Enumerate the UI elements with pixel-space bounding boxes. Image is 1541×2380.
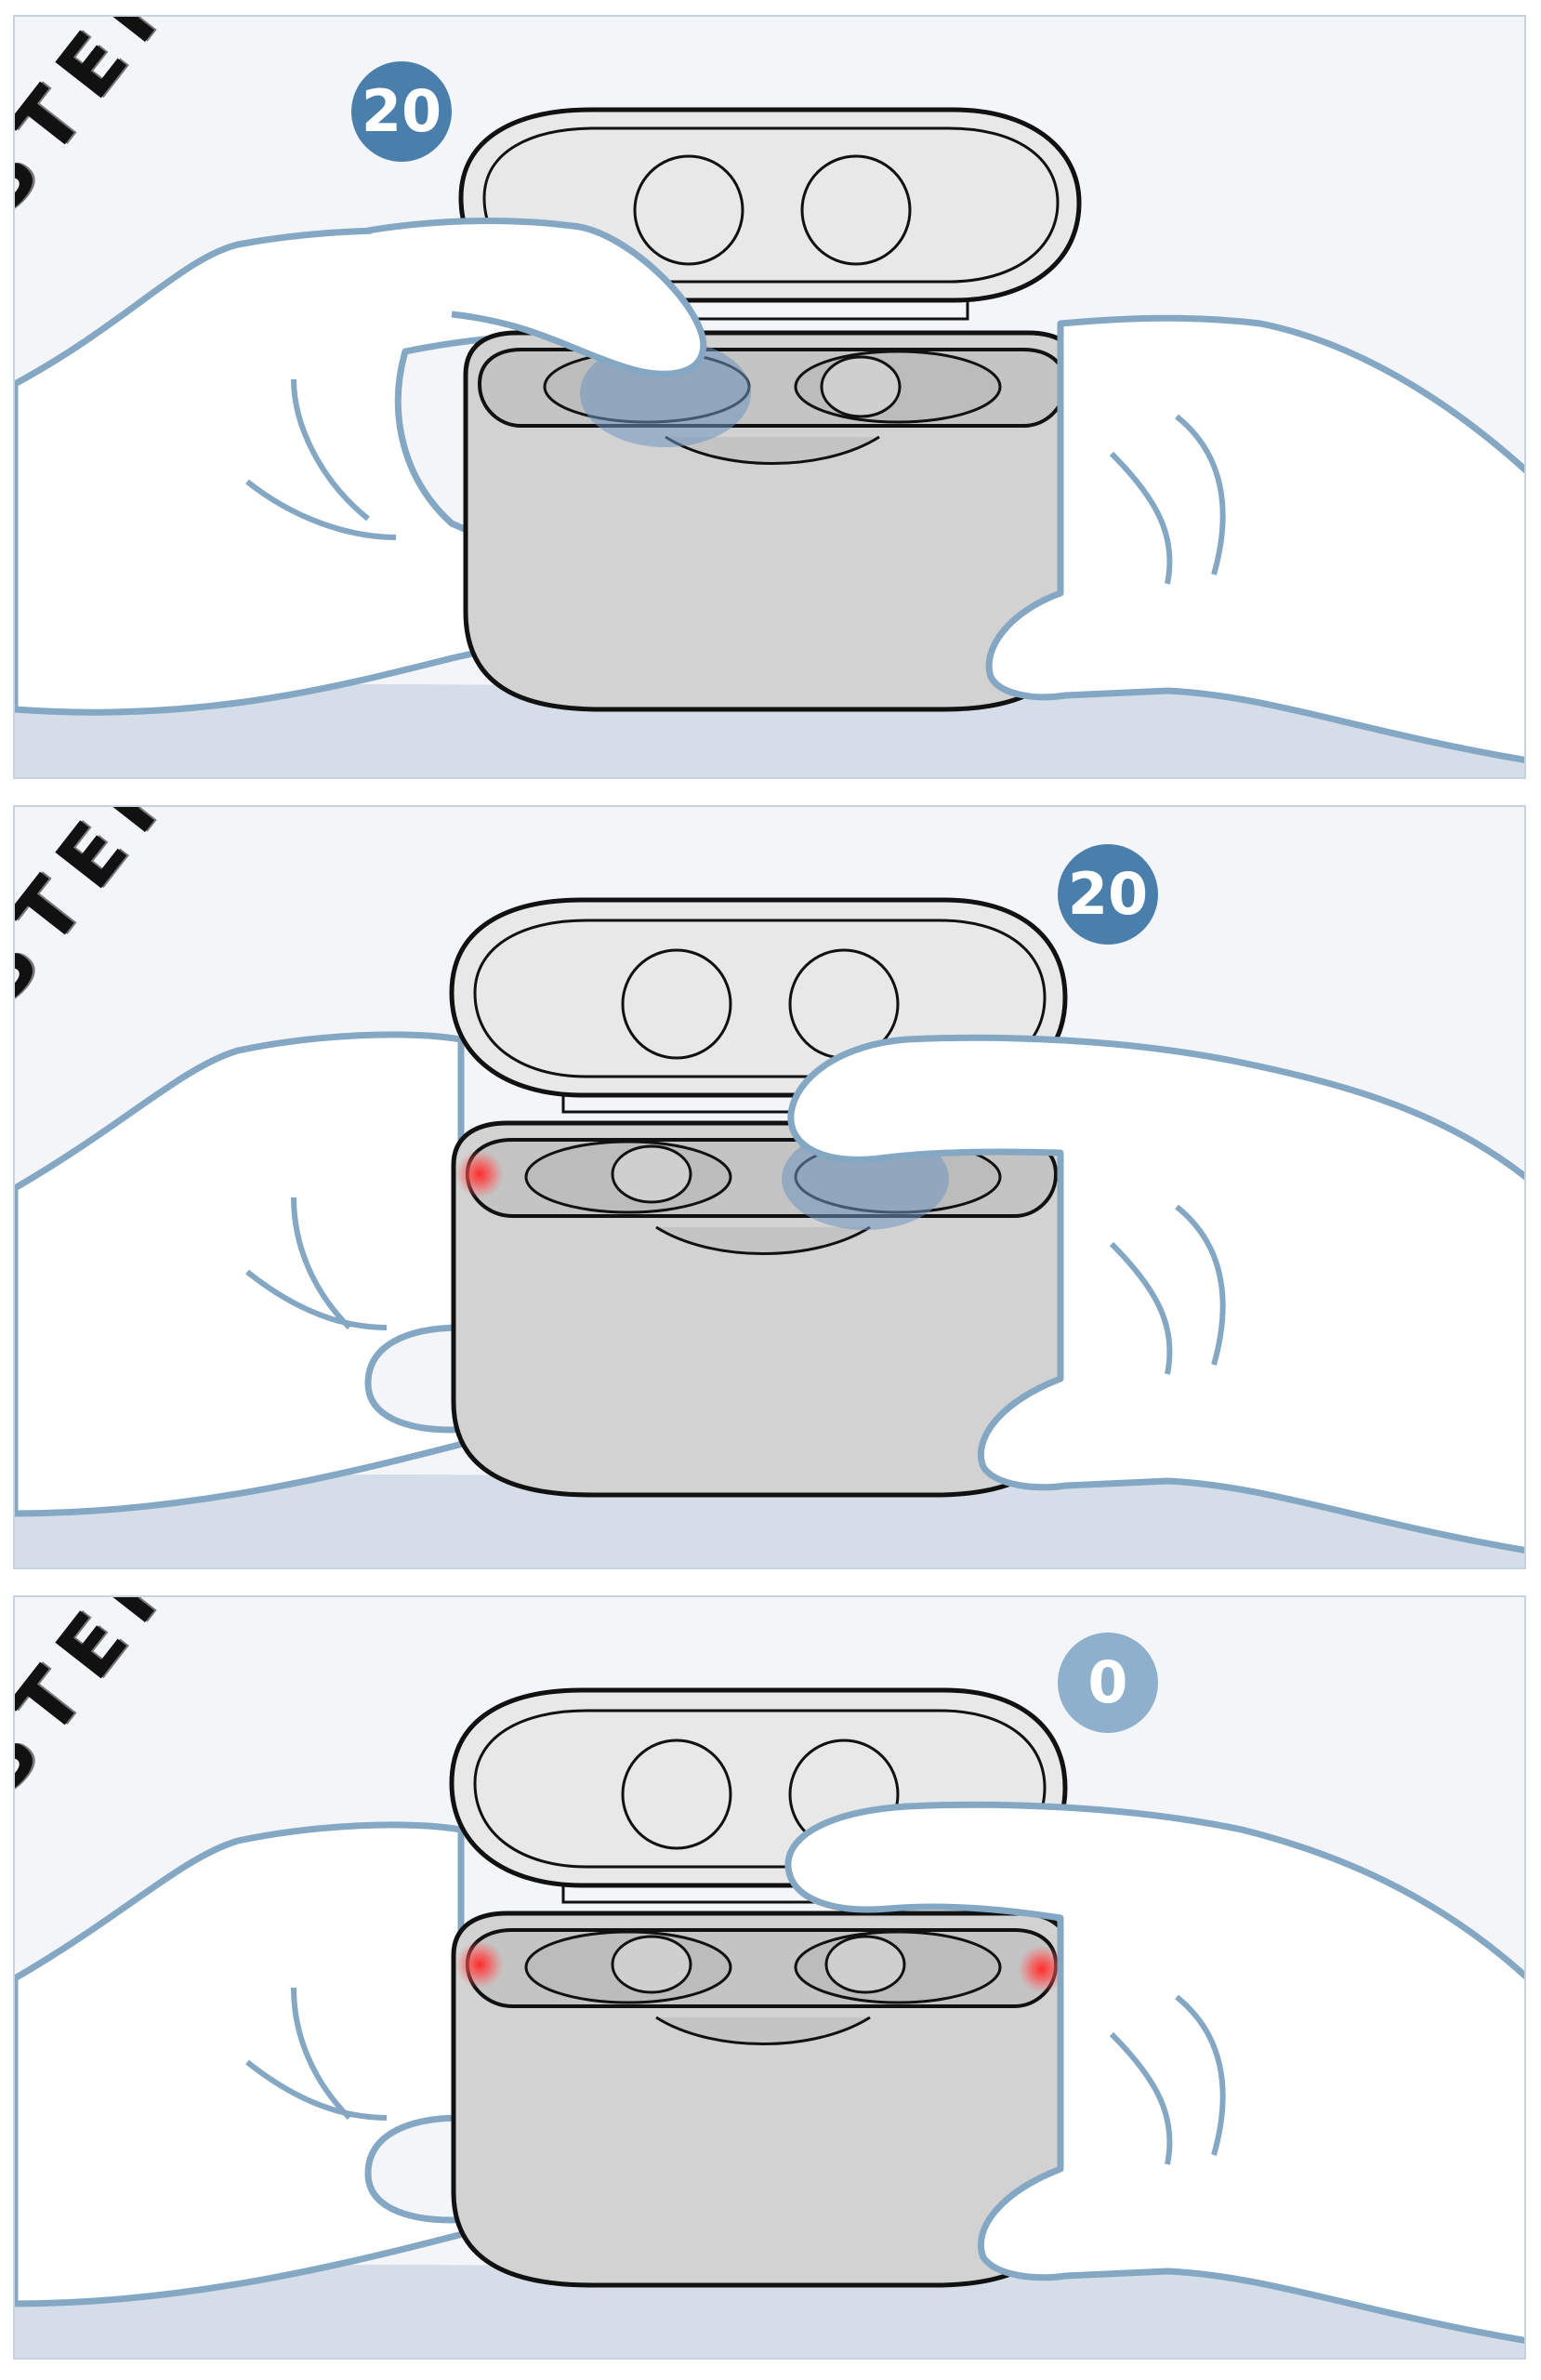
- case-lid-inner: [473, 1709, 1047, 1869]
- earbud-right-sensor: [820, 355, 902, 418]
- led-left: [455, 1940, 504, 1989]
- earbud-right-sensor: [824, 1935, 906, 1994]
- step-1-panel: STEP 1 20: [13, 15, 1526, 779]
- right-hand: [784, 1801, 1524, 2344]
- pressing-finger: [367, 218, 707, 377]
- count-badge: 0: [1058, 1633, 1158, 1733]
- step-3-panel: STEP 3 0: [13, 1595, 1526, 2360]
- step-1-illustration: [15, 107, 1524, 777]
- led-left: [455, 1150, 504, 1198]
- right-hand-finger-lines: [1109, 1994, 1226, 2165]
- lid-recess-left: [621, 1739, 732, 1850]
- lid-recess-left: [633, 154, 744, 266]
- lid-recess-right: [800, 154, 912, 266]
- case-notch: [655, 2016, 871, 2045]
- left-hand-finger-lines: [245, 1197, 388, 1330]
- table-surface: [15, 679, 1524, 777]
- case-notch: [655, 1225, 871, 1255]
- count-badge: 20: [351, 61, 452, 162]
- left-hand: [15, 1821, 539, 2307]
- left-hand-finger-lines: [245, 378, 397, 540]
- right-hand-finger-lines: [1109, 1204, 1226, 1375]
- earbud-left-sensor: [611, 1935, 692, 1994]
- right-hand: [787, 1034, 1524, 1554]
- table-surface: [15, 2259, 1524, 2358]
- step-2-panel: STEP 2 20: [13, 805, 1526, 1569]
- case-notch: [665, 435, 880, 465]
- left-hand: [15, 1031, 539, 1517]
- led-right: [1018, 1945, 1066, 1993]
- step-2-illustration: [15, 897, 1524, 1567]
- right-hand-finger-lines: [1109, 414, 1226, 585]
- left-hand-finger-lines: [245, 1987, 388, 2121]
- table-surface: [15, 1469, 1524, 1567]
- count-badge: 20: [1058, 844, 1158, 945]
- earbud-left-sensor: [611, 1144, 692, 1204]
- right-hand: [985, 314, 1524, 763]
- case-lid-inner: [473, 919, 1047, 1078]
- step-3-illustration: [15, 1687, 1524, 2358]
- lid-recess-left: [621, 948, 732, 1060]
